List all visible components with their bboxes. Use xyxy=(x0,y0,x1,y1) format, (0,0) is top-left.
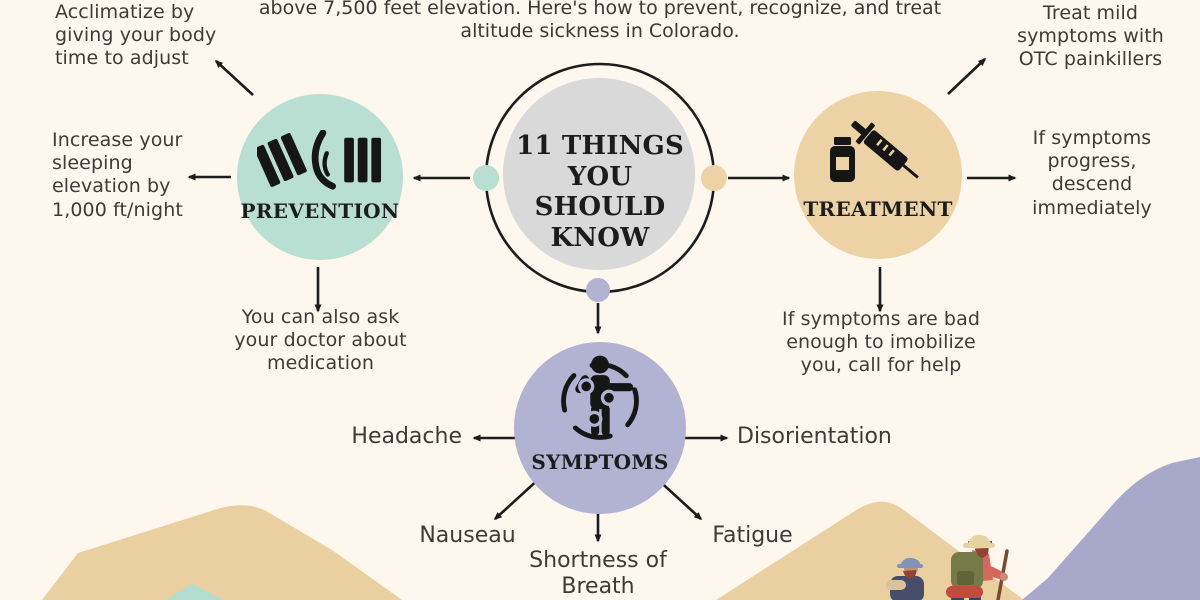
symptoms-icon xyxy=(548,354,652,448)
symptom-headache: Headache xyxy=(351,424,462,449)
tip-otc-painkillers: Treat mild symptoms with OTC painkillers xyxy=(1017,2,1164,71)
symptoms-label: SYMPTOMS xyxy=(531,450,669,474)
symptom-nauseau: Nauseau xyxy=(419,523,516,548)
connector-dot-prevention xyxy=(473,165,499,191)
mint-peak xyxy=(165,584,224,600)
treatment-label: TREATMENT xyxy=(803,197,953,221)
hub-inner-circle xyxy=(503,78,695,270)
connector-dot-symptoms xyxy=(586,278,610,302)
symptom-shortness-of-breath: Shortness of Breath xyxy=(529,548,667,600)
symptoms-node: SYMPTOMS xyxy=(514,342,686,514)
arrow-prevention-acclimatize xyxy=(214,59,254,96)
symptom-disorientation: Disorientation xyxy=(737,424,892,449)
tip-descend: If symptoms progress, descend immediatel… xyxy=(1032,127,1152,219)
hiker-lead xyxy=(946,534,1009,600)
left-tan-mountain xyxy=(42,505,402,600)
prevention-icon xyxy=(257,130,383,192)
hub-title-line: 11 THINGS xyxy=(516,131,684,161)
arrow-symptom-nauseau xyxy=(493,476,542,521)
prevention-node: PREVENTION xyxy=(237,94,403,260)
tip-call-for-help: If symptoms are bad enough to imobilize … xyxy=(782,308,980,377)
hikers-illustration xyxy=(886,534,1009,600)
hub-title-line: YOU SHOULD xyxy=(534,161,666,223)
treatment-node: TREATMENT xyxy=(794,91,962,259)
intro-line-2: altitude sickness in Colorado. xyxy=(460,20,740,43)
prevention-label: PREVENTION xyxy=(240,199,400,223)
tip-ask-doctor: You can also ask your doctor about medic… xyxy=(234,306,407,375)
intro-line-1: above 7,500 feet elevation. Here's how t… xyxy=(258,0,942,19)
symptom-fatigue: Fatigue xyxy=(712,523,793,548)
right-lavender-mountain xyxy=(1022,457,1200,600)
mountains xyxy=(42,457,1200,600)
hub-title-line: KNOW xyxy=(550,223,650,254)
arrow-treatment-otc xyxy=(947,57,987,95)
hiker-small xyxy=(886,557,924,600)
tip-sleeping-elevation: Increase your sleeping elevation by 1,00… xyxy=(52,129,183,221)
hub-title: 11 THINGS YOU SHOULD KNOW xyxy=(500,131,700,254)
right-tan-mountain xyxy=(716,501,1024,600)
intro-text: above 7,500 feet elevation. Here's how t… xyxy=(200,0,1000,43)
tip-acclimatize: Acclimatize by giving your body time to … xyxy=(55,1,217,70)
connector-dot-treatment xyxy=(701,165,727,191)
treatment-icon xyxy=(822,113,934,195)
